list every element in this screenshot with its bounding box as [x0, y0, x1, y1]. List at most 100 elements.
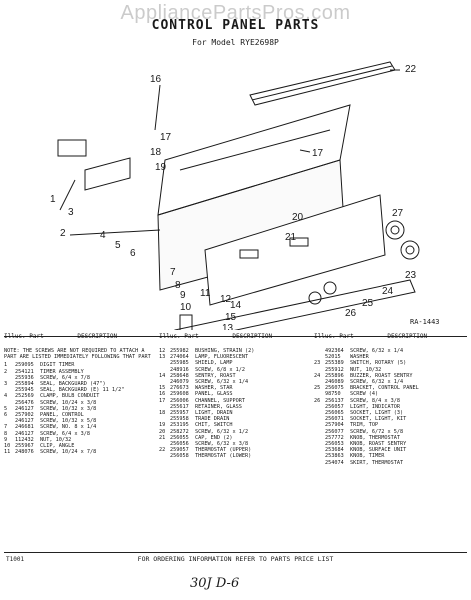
illus-number: 25 — [314, 385, 321, 392]
knob-part — [308, 291, 322, 305]
column-header: Illus. Part DESCRIPTION — [4, 333, 118, 340]
callout-17: 17 — [160, 132, 172, 143]
illus-number: 10 — [4, 443, 11, 450]
corner-code: T1001 — [6, 556, 25, 563]
callout-6: 6 — [130, 248, 136, 259]
callout-24: 24 — [382, 286, 394, 297]
callout-5: 5 — [115, 240, 121, 251]
page-title: CONTROL PANEL PARTS — [151, 18, 320, 33]
callout-27: 27 — [392, 208, 404, 219]
part-number: 256056 — [170, 441, 189, 448]
illus-number: 9 — [4, 436, 8, 443]
part-number: 492364 — [325, 348, 344, 354]
part-number: 246079 — [170, 379, 189, 386]
part-description: SCREW, 10/32 x 3/8 — [40, 405, 97, 412]
part-number: 255967 — [15, 443, 34, 450]
illus-number: 12 — [159, 348, 166, 354]
part-description: BUSHING, STRAIN (2) — [195, 348, 255, 354]
table-bottom-rule — [4, 552, 467, 553]
part-description: PANEL, GLASS — [195, 391, 233, 398]
callout-16: 16 — [150, 74, 162, 85]
part-description: SCREW, 10/32 x 5/8 — [40, 418, 97, 425]
callout-17b: 17 — [312, 148, 324, 159]
column-header: Illus. Part DESCRIPTION — [159, 333, 273, 340]
part-number: 256071 — [325, 416, 344, 423]
callout-4: 4 — [100, 230, 106, 241]
callout-13: 13 — [222, 323, 234, 330]
callout-11: 11 — [200, 288, 211, 299]
part-number: 256006 — [170, 397, 189, 404]
ordering-footer: FOR ORDERING INFORMATION REFER TO PARTS … — [137, 555, 334, 563]
slot — [289, 237, 309, 247]
callout-23: 23 — [405, 270, 417, 281]
slot — [239, 249, 259, 259]
part-description: SCREW, 6/32 x 1/2 — [195, 428, 249, 435]
part-number: 246127 — [15, 418, 34, 425]
part-number: 255894 — [15, 381, 34, 388]
part-description: SHIELD, LAMP — [195, 360, 233, 367]
part-description: SEAL, BACKGUARD (E) 11 1/2" — [40, 387, 125, 394]
illus-number — [314, 460, 325, 466]
table-row: 8 246127 SCREW, 6/4 x 3/8 — [4, 431, 156, 437]
part-description: SCREW, 10/24 x 3/8 — [40, 399, 97, 406]
part-number: 256065 — [325, 410, 344, 417]
part-description: CHANNEL, SUPPORT — [195, 397, 245, 404]
part-number: 276673 — [170, 385, 189, 392]
part-number: 252569 — [15, 393, 34, 400]
illus-number: 17 — [159, 397, 166, 404]
bracket-part — [204, 194, 386, 306]
part-number: 255896 — [325, 372, 344, 379]
part-description: SCREW, 6/4 x 3/8 — [40, 430, 90, 437]
part-number: 254121 — [15, 368, 34, 375]
part-description: SCREW, 8/4 x 3/8 — [350, 397, 400, 404]
part-description: SEAL, BACKGUARD (47") — [40, 381, 106, 388]
part-description: THERMOSTAT (UPPER) — [195, 447, 252, 454]
part-description: KNOB, THERMOSTAT — [350, 434, 400, 441]
part-number: 253195 — [170, 422, 189, 429]
part-description: RETAINER, GLASS — [195, 403, 242, 410]
top-trim-part — [249, 61, 396, 106]
part-number: 253863 — [325, 453, 344, 460]
callout-15: 15 — [225, 312, 237, 323]
illus-number: 8 — [4, 430, 8, 437]
callout-21: 21 — [285, 232, 297, 243]
part-description: WASHER — [350, 354, 369, 361]
part-description: SCREW, 6/4 x 7/8 — [40, 374, 90, 381]
part-number: 256057 — [325, 403, 344, 410]
part-number: 246127 — [15, 405, 34, 412]
part-number: 246681 — [15, 424, 34, 431]
part-description: LAMP, FLUORESCENT — [195, 354, 249, 361]
part-description: THERMOSTAT (LOWER) — [195, 453, 252, 460]
callout-25: 25 — [362, 298, 374, 309]
callout-20: 20 — [292, 212, 304, 223]
part-number: 259057 — [170, 447, 189, 454]
part-number: 255617 — [170, 403, 189, 410]
part-number: 52015 — [325, 354, 341, 361]
callout-2: 2 — [60, 228, 66, 239]
part-number: 246127 — [15, 430, 34, 437]
parts-note: NOTE: THE SCREWS ARE NOT REQUIRED TO ATT… — [4, 348, 151, 361]
part-description: KNOB, ROAST SENTRY — [350, 441, 407, 448]
end-cap-part — [179, 314, 193, 330]
